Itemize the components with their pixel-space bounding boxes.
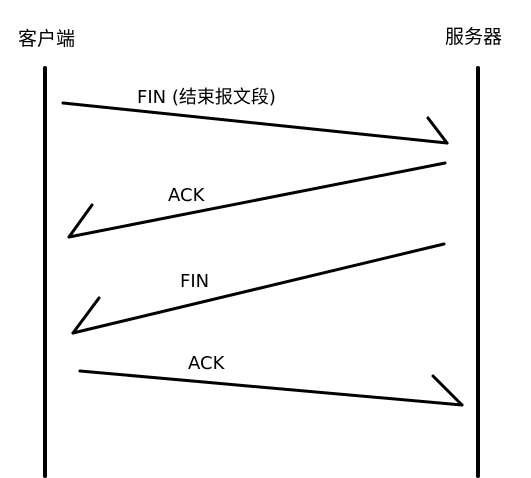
server-label: 服务器 bbox=[445, 26, 503, 48]
message-label-1: FIN (结束报文段) bbox=[137, 87, 276, 108]
message-arrow-2 bbox=[67, 161, 447, 239]
message-label-4: ACK bbox=[188, 353, 225, 374]
message-arrow-3 bbox=[71, 242, 446, 335]
message-label-3: FIN bbox=[180, 271, 210, 292]
message-arrow-1 bbox=[61, 101, 449, 145]
client-label: 客户端 bbox=[18, 28, 76, 50]
message-arrow-4 bbox=[78, 369, 464, 407]
message-label-2: ACK bbox=[168, 185, 205, 206]
